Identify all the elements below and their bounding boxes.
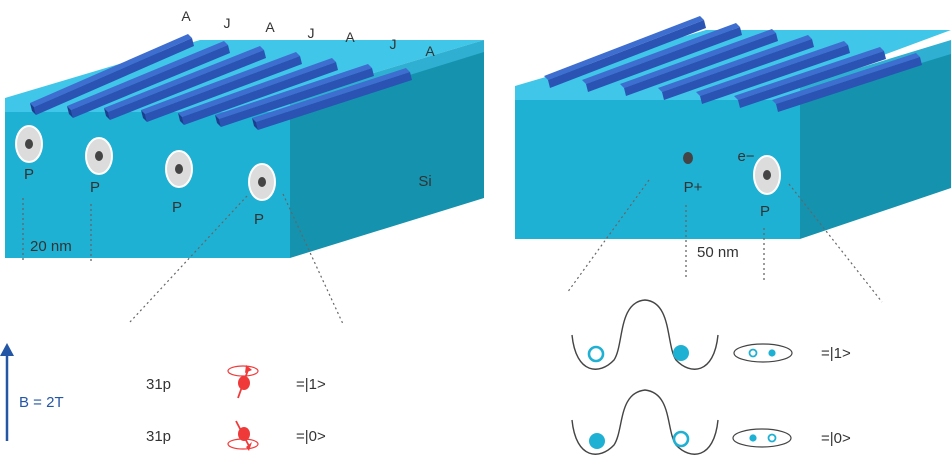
zoom-line — [282, 193, 344, 325]
isotope-label: 31p — [146, 376, 171, 393]
gate-electrode — [544, 16, 706, 88]
gate-electrode — [734, 47, 886, 108]
gate-label: J — [308, 25, 315, 41]
isotope-label: 31p — [146, 428, 171, 445]
right-device: P+ e− P 50 nm — [515, 16, 951, 303]
gate-electrode — [215, 64, 374, 127]
gate-electrode — [620, 29, 778, 96]
substrate-label: Si — [418, 173, 431, 190]
right-gates — [544, 16, 922, 112]
gate-electrode — [67, 41, 230, 118]
state-label: =|1> — [296, 376, 326, 393]
zoom-line — [129, 195, 248, 323]
gate-electrode — [658, 35, 814, 100]
state-label: =|0> — [821, 430, 851, 447]
gate-electrode — [772, 53, 922, 112]
empty-site-icon — [587, 345, 605, 363]
zoom-line — [566, 179, 650, 294]
left-gates — [30, 34, 412, 130]
gate-electrode — [141, 52, 302, 122]
donor-label: P — [90, 179, 100, 196]
state-label: =|0> — [296, 428, 326, 445]
empty-site-icon — [672, 430, 690, 448]
donor-atom — [15, 125, 43, 163]
phosphorus-ion — [683, 152, 693, 164]
gate-electrode — [30, 34, 194, 115]
state-label: =|1> — [821, 345, 851, 362]
ion-label: P+ — [684, 179, 703, 196]
gate-electrode — [178, 58, 338, 125]
gate-label: A — [345, 29, 355, 45]
left-substrate-front — [5, 98, 290, 258]
gate-label: A — [265, 19, 275, 35]
donor-label: P — [254, 211, 264, 228]
gate-label: J — [390, 36, 397, 52]
gate-label: A — [181, 8, 191, 24]
donor-atom — [753, 155, 781, 195]
double-well-potential — [571, 389, 719, 455]
magnetic-field-arrow — [0, 343, 14, 441]
donor-label: P — [172, 199, 182, 216]
spacing-label: 20 nm — [30, 238, 72, 255]
right-substrate-side — [800, 52, 951, 239]
dot-pair-icon — [733, 343, 793, 363]
spin-down-icon — [227, 420, 259, 451]
donor-label: P — [24, 166, 34, 183]
gate-label: J — [224, 15, 231, 31]
field-label: B = 2T — [19, 394, 64, 411]
gate-electrode — [252, 68, 412, 130]
donor-atom — [85, 137, 113, 175]
gate-electrode — [696, 41, 850, 104]
zoom-line — [788, 183, 883, 303]
spin-up-icon — [227, 365, 259, 399]
dot-pair-icon — [732, 428, 792, 448]
donor-atom — [165, 150, 193, 188]
electron-icon — [589, 433, 605, 449]
electron-label: e− — [737, 148, 754, 165]
spacing-label: 50 nm — [697, 244, 739, 261]
electron-icon — [673, 345, 689, 361]
donor-atom — [248, 163, 276, 201]
right-substrate-front — [515, 86, 800, 239]
double-well-potential — [571, 299, 719, 370]
gate-electrode — [104, 46, 266, 120]
left-device: A J A J A J A P P P P Si 20 nm — [5, 8, 484, 325]
gate-label: A — [425, 43, 435, 59]
gate-electrode — [582, 23, 742, 92]
donor-label: P — [760, 203, 770, 220]
